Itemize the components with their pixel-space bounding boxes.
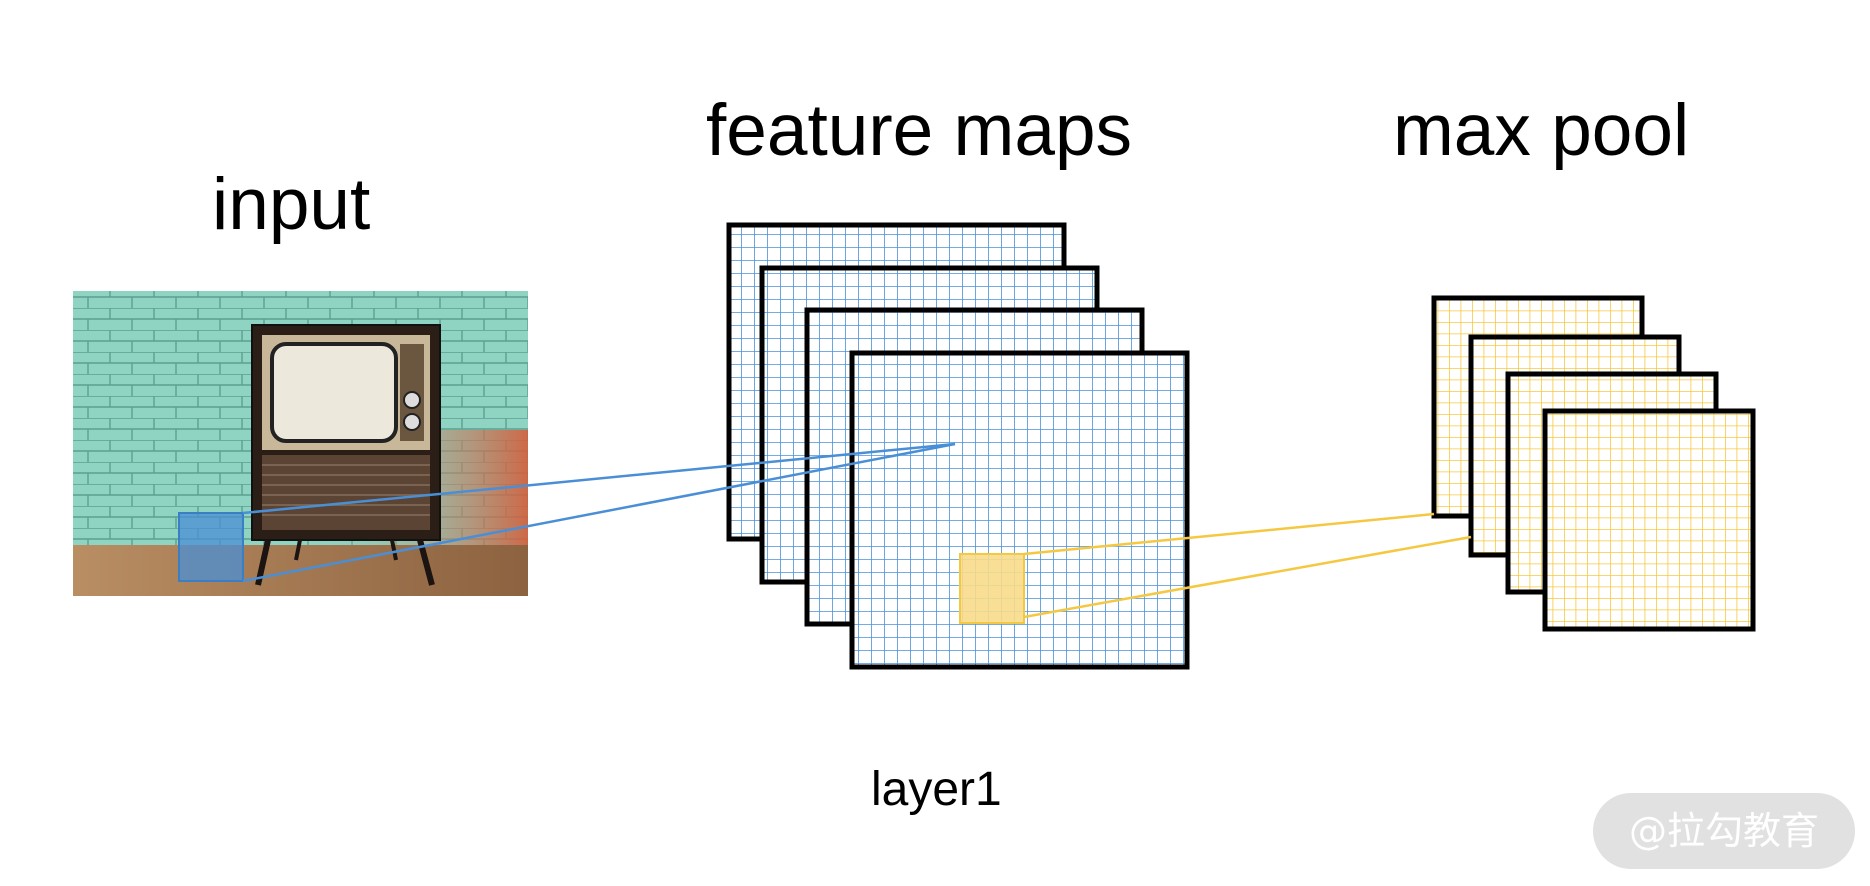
pool-window-highlight bbox=[959, 553, 1025, 624]
input-image bbox=[73, 291, 528, 596]
input-label: input bbox=[212, 164, 371, 245]
max-pool-stack bbox=[1431, 295, 1756, 632]
input-receptive-field bbox=[178, 512, 244, 582]
pool-map-4 bbox=[1542, 408, 1756, 632]
pool-connectors bbox=[1023, 512, 1472, 619]
max-pool-label: max pool bbox=[1393, 90, 1690, 171]
television-drawing bbox=[251, 324, 441, 586]
layer-label: layer1 bbox=[871, 763, 1002, 816]
feature-maps-stack bbox=[726, 222, 1190, 670]
watermark: @拉勾教育 bbox=[1593, 793, 1855, 869]
conv-connectors bbox=[242, 442, 956, 583]
feature-maps-label: feature maps bbox=[706, 90, 1133, 171]
